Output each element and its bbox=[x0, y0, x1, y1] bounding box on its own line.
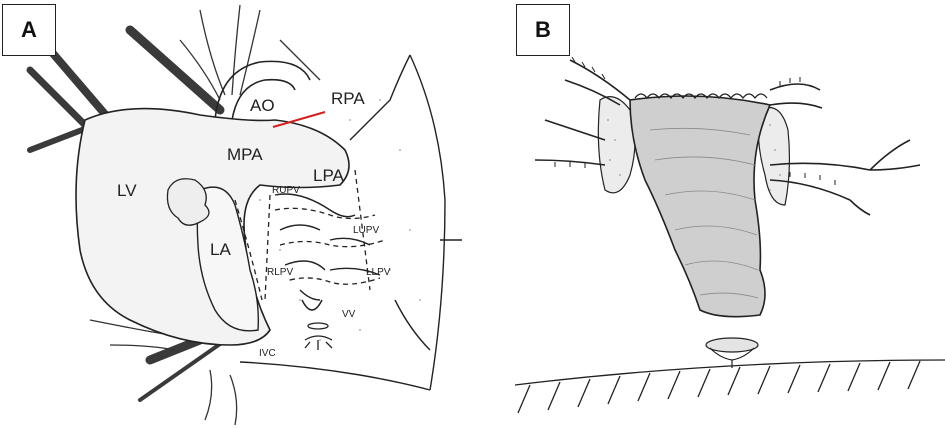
label-mpa: MPA bbox=[227, 145, 263, 164]
label-la: LA bbox=[210, 240, 231, 259]
vv-sketch bbox=[304, 322, 333, 350]
small-sketch bbox=[705, 337, 759, 368]
pericardial-boundary bbox=[239, 54, 462, 391]
oblique-sinus bbox=[301, 299, 323, 311]
label-rpa: RPA bbox=[331, 89, 365, 108]
stipple-dots bbox=[607, 119, 781, 191]
ground-line bbox=[514, 359, 945, 414]
pv-region bbox=[274, 193, 381, 301]
branch-vessels bbox=[534, 59, 921, 216]
left-atrium bbox=[196, 186, 260, 332]
la-appendage bbox=[166, 178, 210, 226]
panel-b-drawing bbox=[514, 56, 945, 414]
central-pouch bbox=[629, 95, 772, 318]
panel-b-label: B bbox=[516, 4, 570, 56]
panel-a-label: A bbox=[2, 4, 56, 56]
label-lpa: LPA bbox=[313, 166, 344, 185]
la-dashed-lines bbox=[234, 194, 271, 301]
label-rupv: RUPV bbox=[272, 185, 300, 196]
label-ivc: IVC bbox=[259, 348, 276, 359]
label-llpv: LLPV bbox=[366, 267, 391, 278]
vessel-hatches bbox=[554, 56, 836, 185]
label-lv: LV bbox=[117, 181, 137, 200]
pouch-swirls bbox=[649, 127, 759, 299]
panel-b: B bbox=[470, 0, 945, 429]
panel-a-drawing bbox=[26, 4, 462, 426]
label-rlpv: RLPV bbox=[267, 267, 294, 278]
panel-a: A bbox=[0, 0, 470, 429]
label-vv: VV bbox=[342, 309, 356, 320]
label-ao: AO bbox=[250, 96, 275, 115]
rpa-cut-line bbox=[272, 111, 326, 128]
pv-dashed bbox=[274, 169, 386, 291]
aorta bbox=[214, 60, 311, 121]
label-lupv: LUPV bbox=[353, 225, 380, 236]
scalloped-edge bbox=[634, 93, 768, 99]
